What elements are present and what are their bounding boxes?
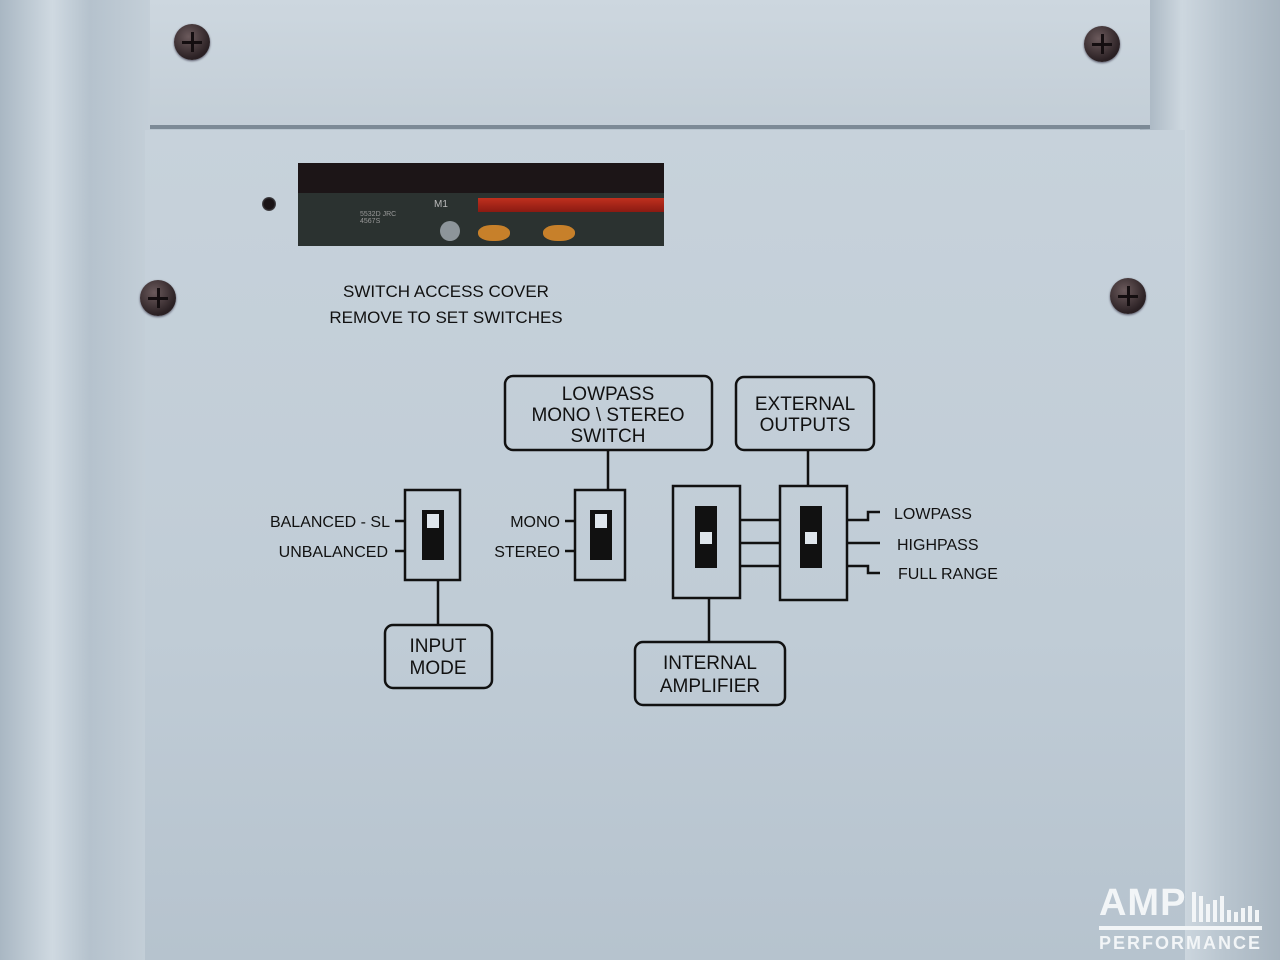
screw-icon <box>1110 278 1146 314</box>
pcb-label: M1 <box>434 199 448 210</box>
capacitor <box>543 225 575 241</box>
top-plate <box>150 0 1150 129</box>
cover-label-line2: REMOVE TO SET SWITCHES <box>329 308 563 327</box>
resistor <box>478 198 664 212</box>
external-box-line2: OUTPUTS <box>760 415 851 436</box>
internal-box-line2: AMPLIFIER <box>660 676 760 697</box>
lowpass-box-line3: SWITCH <box>571 426 646 447</box>
switch-panel <box>145 130 1185 960</box>
screw-icon <box>140 280 176 316</box>
logo-divider <box>1098 926 1262 930</box>
lowpass-box-line1: LOWPASS <box>562 384 655 405</box>
option-balanced: BALANCED - SL <box>270 514 390 531</box>
screw-icon <box>1084 26 1120 62</box>
option-highpass: HIGHPASS <box>897 537 979 554</box>
mounting-hole <box>262 197 276 211</box>
left-frame-rail <box>0 0 150 960</box>
capacitor <box>478 225 510 241</box>
logo-brand: AMP <box>1098 882 1187 924</box>
switch-access-window: M1 5532D JRC 4567S <box>298 163 664 246</box>
input-box-line2: MODE <box>410 658 467 679</box>
external-box-line1: EXTERNAL <box>755 394 855 415</box>
cover-label-line1: SWITCH ACCESS COVER <box>343 282 549 301</box>
pcb-chip-label: 5532D JRC 4567S <box>360 211 397 225</box>
equalizer-icon <box>1192 892 1260 922</box>
internal-box-line1: INTERNAL <box>663 653 757 674</box>
option-mono: MONO <box>510 514 560 531</box>
lowpass-box-line2: MONO \ STEREO <box>531 405 684 426</box>
logo-subtitle: PERFORMANCE <box>1098 933 1262 953</box>
option-full-range: FULL RANGE <box>898 566 998 583</box>
screw-icon <box>440 221 460 241</box>
screw-icon <box>174 24 210 60</box>
option-stereo: STEREO <box>494 544 560 561</box>
input-box-line1: INPUT <box>410 636 467 657</box>
amp-performance-logo: AMP PERFORMANCE <box>1098 882 1262 954</box>
option-unbalanced: UNBALANCED <box>279 544 388 561</box>
option-lowpass: LOWPASS <box>894 506 972 523</box>
